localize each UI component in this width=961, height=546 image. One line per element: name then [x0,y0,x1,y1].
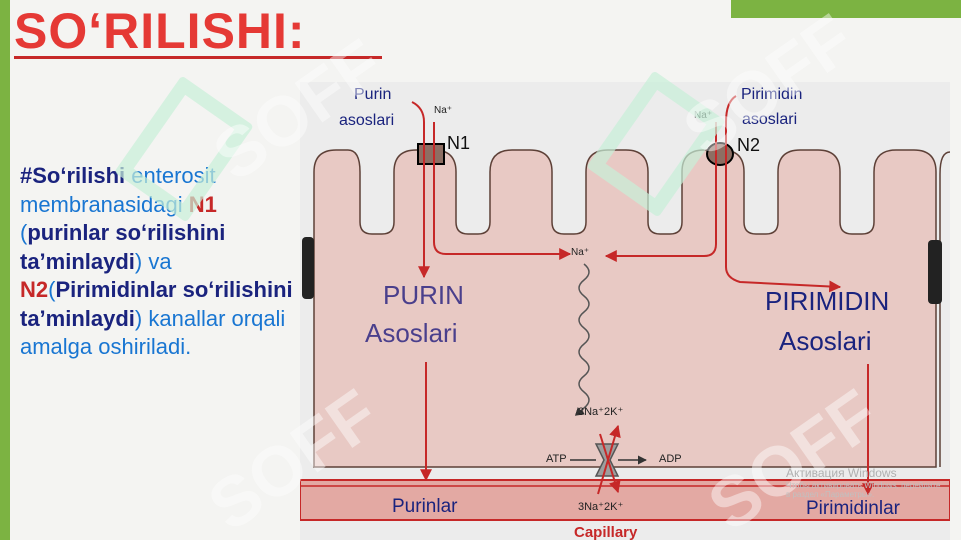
enterocyte-cell [313,149,937,468]
purin-top-label-1: Purin [354,86,392,103]
purin-big-label-1: PURIN [383,280,464,310]
description-text: #So‘rilishi enterosit membranasidagi N1 … [20,162,310,362]
desc-n1: N1 [188,191,217,217]
purinlar-label: Purinlar [392,496,458,517]
pump-bottom-label: 3Na⁺2K⁺ [578,501,624,513]
left-accent-bar [0,0,10,540]
desc-part: ) kanallar orqali amalga oshiriladi. [20,305,286,360]
tight-junction-right [928,240,942,304]
desc-part: enterosit membranasidagi [20,163,216,217]
top-accent-bar [731,0,961,18]
neighbour-cell-edge [939,151,950,467]
pirimidin-top-label-2: asoslari [742,111,798,128]
desc-part: ( [20,220,28,245]
n2-transporter [706,142,734,166]
desc-part: ( [48,277,56,302]
windows-activation-note: Чтобы активировать Windows, перейдите в … [786,481,941,499]
slide-title: SO‘RILISHI: [14,3,306,59]
n2-label: N2 [737,135,761,155]
pirimidinlar-label: Pirimidinlar [806,498,900,519]
na-plus-mid-label: Na⁺ [571,247,590,258]
purin-big-label-2: Asoslari [365,318,458,348]
na-n2-arrow [604,122,717,262]
desc-n2: N2 [20,277,49,302]
desc-pirimidin: Pirimidinlar so‘rilishini ta’minlaydi [20,277,293,331]
tight-junction-left [302,237,314,299]
windows-activation-title: Активация Windows [786,466,897,480]
n1-transporter [417,143,445,165]
pirimidin-big-label-2: Asoslari [779,326,872,356]
pirimidin-big-label-1: PIRIMIDIN [765,286,890,316]
pump-top-label: 3Na⁺2K⁺ [578,406,624,418]
desc-part: ) va [134,248,172,274]
capillary-label: Capillary [574,524,638,541]
na-out-arrow [599,433,621,494]
enterocyte-diagram [300,82,950,540]
adp-label: ADP [659,453,682,465]
atp-label: ATP [546,453,567,465]
pirimidin-entry-arrow [725,95,842,293]
k-in-arrow [597,424,621,495]
purin-top-label-2: asoslari [339,112,395,129]
title-underline [14,56,382,59]
desc-purin: purinlar so‘rilishini ta’minlaydi [20,220,226,274]
na-plus-label-2: Na⁺ [694,110,713,121]
purin-entry-arrow [411,101,430,279]
desc-hashtag: #So‘rilishi [20,163,126,188]
na-plus-label-1: Na⁺ [434,105,453,116]
n1-label: N1 [447,133,471,153]
na-diffusion-path [574,263,590,416]
na-n1-arrow [433,122,572,260]
pirimidin-top-label-1: Pirimidin [741,86,803,103]
